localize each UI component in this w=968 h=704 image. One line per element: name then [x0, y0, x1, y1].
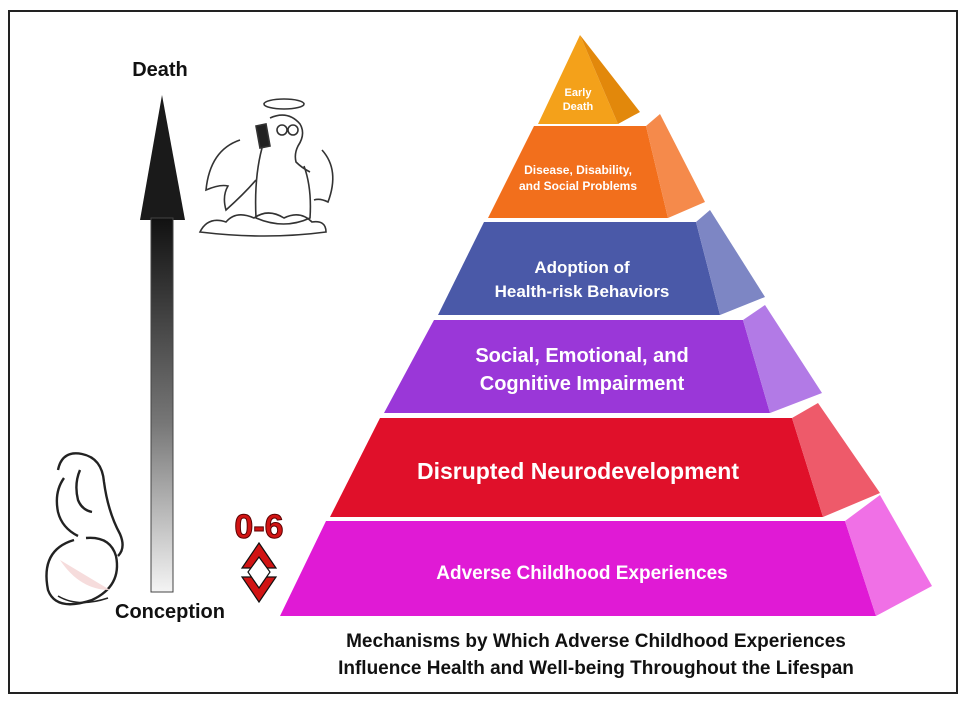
pyramid-level-neurodevelopment: Disrupted Neurodevelopment — [330, 403, 880, 517]
level-early-death-line2: Death — [563, 101, 594, 113]
double-arrow-icon — [240, 541, 278, 604]
pyramid-level-health-risk: Adoption of Health-risk Behaviors — [438, 210, 765, 315]
angel-icon — [198, 98, 334, 237]
level-impairment-line1: Social, Emotional, and — [475, 345, 688, 367]
pyramid-level-impairment: Social, Emotional, and Cognitive Impairm… — [384, 305, 822, 413]
level-disease-line1: Disease, Disability, — [524, 163, 632, 177]
level-health-risk-line1: Adoption of — [534, 258, 630, 277]
pyramid-level-early-death: Early Death — [538, 35, 640, 124]
level-ace-label: Adverse Childhood Experiences — [436, 563, 727, 584]
conception-label: Conception — [115, 601, 225, 623]
age-range-label: 0-6 — [234, 508, 283, 546]
caption-line1: Mechanisms by Which Adverse Childhood Ex… — [346, 631, 846, 652]
level-health-risk-line2: Health-risk Behaviors — [495, 282, 670, 301]
lifespan-arrow — [140, 95, 185, 593]
pyramid-level-ace: Adverse Childhood Experiences — [280, 495, 932, 616]
level-impairment-line2: Cognitive Impairment — [480, 373, 685, 395]
level-early-death-line1: Early — [565, 87, 593, 99]
caption-line2: Influence Health and Well-being Througho… — [338, 658, 854, 679]
death-label: Death — [132, 59, 188, 81]
lifespan-arrow-head — [140, 95, 185, 220]
level-disease-line2: and Social Problems — [519, 179, 637, 193]
pyramid-level-disease: Disease, Disability, and Social Problems — [488, 114, 705, 218]
pregnant-woman-icon — [45, 452, 124, 606]
level-neurodevelopment-label: Disrupted Neurodevelopment — [417, 458, 739, 484]
lifespan-arrow-shaft — [150, 217, 174, 593]
